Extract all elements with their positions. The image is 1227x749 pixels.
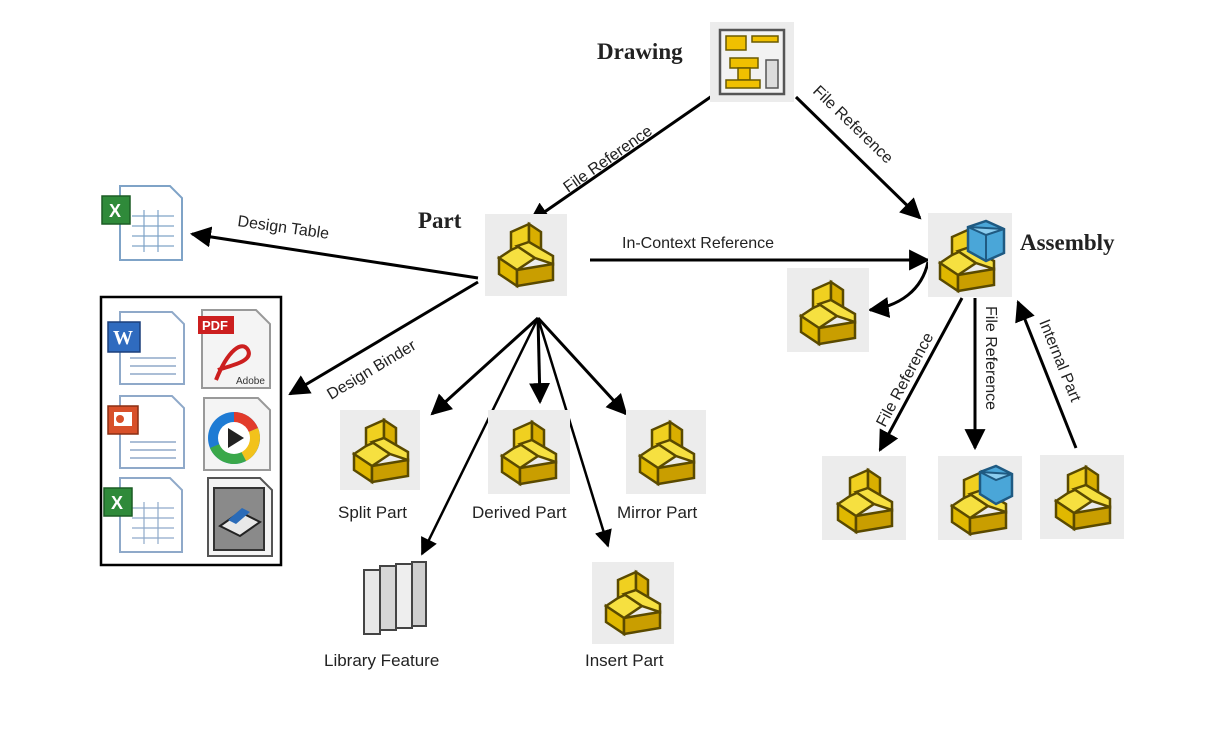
edge-part-to-design-binder: Design Binder (288, 280, 479, 403)
edge-label-drawing-assembly: File Reference (809, 83, 896, 168)
mirror-part-icon (626, 410, 706, 494)
edge-label-drawing-part: File Reference (561, 123, 656, 197)
internal-part-icon (1040, 455, 1124, 539)
edge-assembly-curve (867, 261, 930, 318)
excel-spreadsheet-icon: X (103, 477, 183, 553)
edge-assembly-out-2: File Reference (964, 298, 999, 451)
library-feature-label: Library Feature (324, 651, 440, 670)
derived-part-label: Derived Part (472, 503, 567, 522)
assembly-file-subassembly-icon (938, 456, 1022, 540)
assembly-icon (928, 213, 1012, 297)
in-context-part-icon (787, 268, 869, 352)
part-block-icon (485, 214, 567, 296)
derived-part-icon (488, 410, 570, 494)
insert-part-icon (592, 562, 674, 644)
library-feature-icon (363, 561, 427, 635)
excel-spreadsheet-icon: X (101, 185, 183, 261)
drawing-sheet-icon (710, 22, 794, 102)
pdf-document-icon: PDF Adobe (198, 309, 271, 389)
part-title: Part (418, 208, 462, 233)
edge-part-to-assembly: In-Context Reference (590, 235, 931, 271)
design-binder-box: W PDF Adobe (99, 295, 283, 567)
split-part-icon (340, 410, 420, 490)
drawing-title: Drawing (597, 39, 683, 64)
edge-drawing-to-assembly: File Reference (794, 83, 922, 220)
scanner-document-icon (207, 477, 273, 557)
assembly-title: Assembly (1020, 230, 1115, 255)
mirror-part-label: Mirror Part (617, 503, 698, 522)
insert-part-label: Insert Part (585, 651, 664, 670)
svg-text:X: X (109, 201, 121, 221)
assembly-file-part-icon (822, 456, 906, 540)
split-part-label: Split Part (338, 503, 407, 522)
powerpoint-document-icon (107, 395, 185, 469)
edge-drawing-to-part: File Reference (528, 94, 713, 224)
edge-assembly-out-1: File Reference (874, 297, 964, 452)
edge-label-design-table: Design Table (236, 213, 330, 243)
word-document-icon: W (107, 311, 185, 385)
svg-text:W: W (113, 327, 133, 349)
svg-text:PDF: PDF (202, 318, 228, 333)
edges-part-to-derived (420, 316, 628, 556)
edge-label-assembly-out-2: File Reference (982, 306, 999, 410)
edge-label-in-context: In-Context Reference (622, 235, 774, 252)
svg-text:Adobe: Adobe (236, 376, 265, 387)
svg-text:X: X (111, 493, 123, 513)
edge-assembly-in: Internal Part (1015, 300, 1084, 449)
edge-label-assembly-out-1: File Reference (874, 330, 938, 430)
media-player-icon (203, 397, 271, 471)
